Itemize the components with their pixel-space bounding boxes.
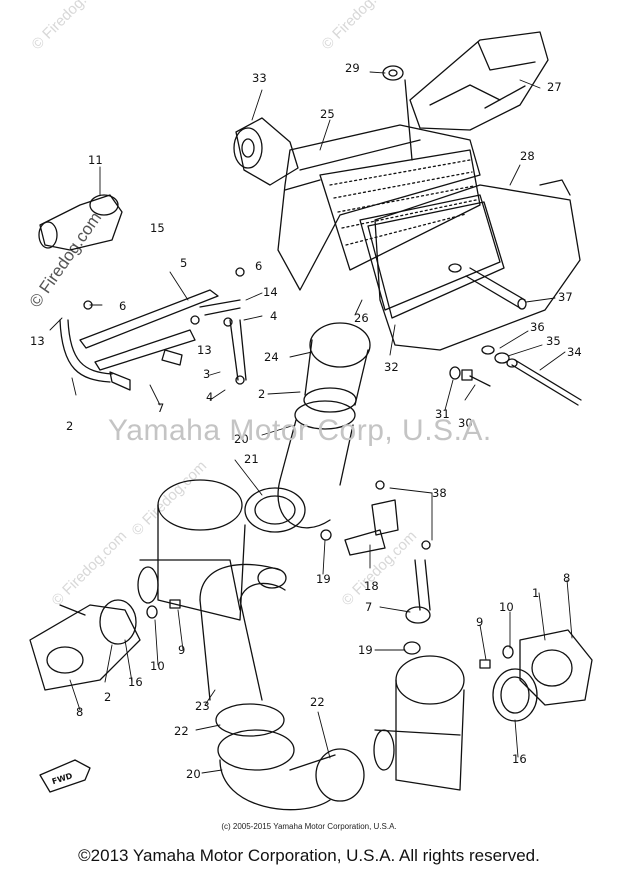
front-arrow-icon [39,759,91,793]
callout-5: 5 [180,256,187,270]
air-box-cover-28 [374,179,581,351]
callout-13: 13 [197,343,212,357]
callout-36: 36 [530,320,545,334]
carburetor-right [373,655,465,791]
callout-26: 26 [354,311,369,325]
joint-20-upper [244,400,356,533]
air-box-case-25 [277,124,481,291]
bolt-30 [461,369,491,387]
diagram-copyright: (c) 2005-2015 Yamaha Motor Corporation, … [221,822,397,831]
callout-19: 19 [358,643,373,657]
main-watermark: Yamaha Motor Corp, U.S.A. [108,414,492,447]
boot-33 [233,117,299,186]
callout-21: 21 [244,452,259,466]
callout-9: 9 [178,643,185,657]
washer-36 [481,345,495,355]
gasket-32 [367,201,505,319]
carburetor-left [137,479,246,621]
breather-11 [38,194,123,251]
callout-25: 25 [320,107,335,121]
joint-24 [303,322,371,413]
washer-31 [449,366,461,380]
callout-4: 4 [270,309,277,323]
callout-38: 38 [432,486,447,500]
gasket-26 [359,194,501,311]
callout-22: 22 [174,724,189,738]
callout-2: 2 [66,419,73,433]
callout-24: 24 [264,350,279,364]
callout-32: 32 [384,360,399,374]
small-bolts [146,599,514,669]
callout-14: 14 [263,285,278,299]
callout-16: 16 [512,752,527,766]
callout-20: 20 [186,767,201,781]
callout-8: 8 [563,571,570,585]
callout-34: 34 [567,345,582,359]
callout-23: 23 [195,699,210,713]
callout-3: 3 [203,367,210,381]
callout-10: 10 [499,600,514,614]
callout-29: 29 [345,61,360,75]
callout-16: 16 [128,675,143,689]
callout-28: 28 [520,149,535,163]
callout-15: 15 [150,221,165,235]
callout-2: 2 [104,690,111,704]
manifold-right [492,629,593,722]
washer-35 [494,352,510,364]
callout-11: 11 [88,153,103,167]
callout-20: 20 [234,432,249,446]
callout-7: 7 [157,401,164,415]
footer-copyright: ©2013 Yamaha Motor Corporation, U.S.A. A… [78,846,540,865]
callout-1: 1 [532,586,539,600]
tube-37 [465,267,527,310]
breather-hoses [59,289,247,383]
callout-numbers: 1222344566778899101011131314151616181919… [30,61,582,786]
callout-9: 9 [476,615,483,629]
callout-22: 22 [310,695,325,709]
joint-20-lower [215,703,365,811]
manifold-left [29,599,141,691]
callout-13: 13 [30,334,45,348]
callout-30: 30 [458,416,473,430]
callout-19: 19 [316,572,331,586]
clamps [83,267,245,391]
air-filter-element [319,149,481,271]
callout-6: 6 [255,259,262,273]
callout-33: 33 [252,71,267,85]
fuel-fitting [320,480,431,655]
callout-7: 7 [365,600,372,614]
callout-8: 8 [76,705,83,719]
callout-18: 18 [364,579,379,593]
callout-4: 4 [206,390,213,404]
callout-37: 37 [558,290,573,304]
bolt-34 [506,358,582,406]
front-arrow-label: FWD [51,771,74,786]
callout-35: 35 [546,334,561,348]
callout-10: 10 [150,659,165,673]
intake-duct-27 [409,31,549,131]
callout-6: 6 [119,299,126,313]
callout-27: 27 [547,80,562,94]
callout-2: 2 [258,387,265,401]
joint-23 [199,563,287,701]
callout-31: 31 [435,407,450,421]
